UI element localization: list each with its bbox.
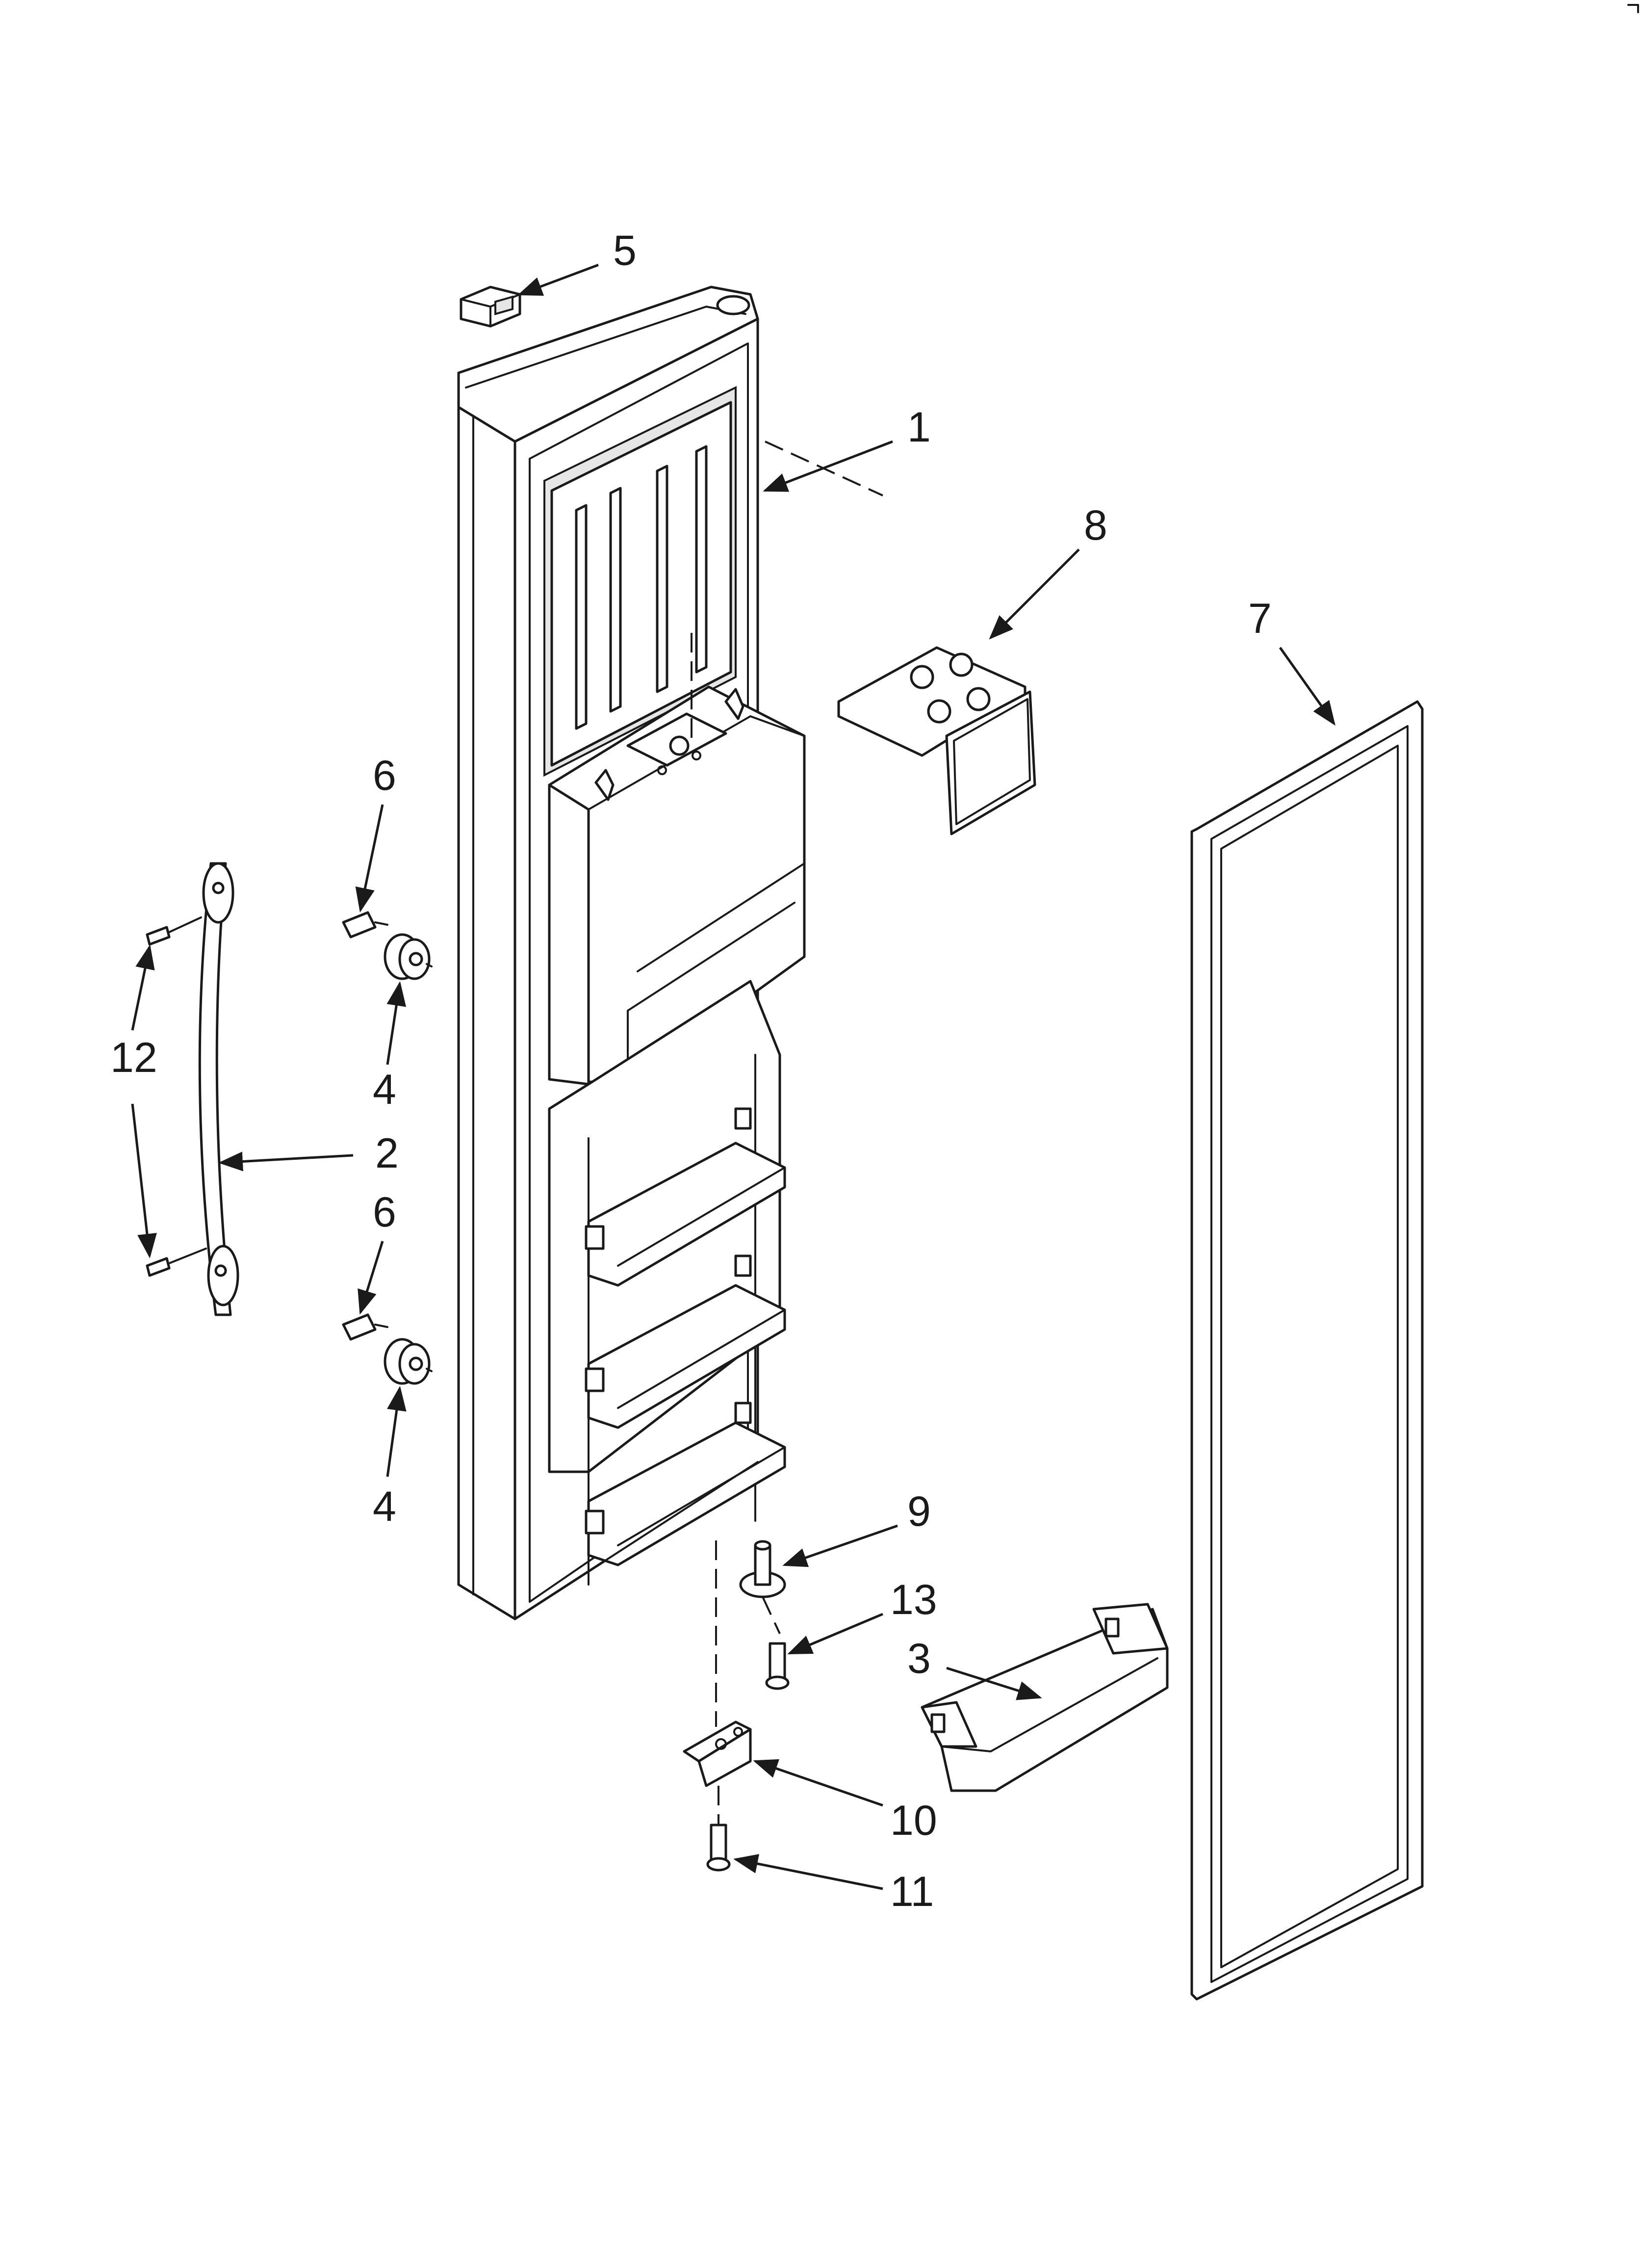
- callout-4-lower: 4: [373, 1483, 396, 1530]
- leader-9: [782, 1524, 898, 1567]
- leader-3: [946, 1667, 1042, 1700]
- part-6-screw-lower: [342, 1313, 388, 1341]
- leader-10: [733, 1854, 883, 1890]
- leader-1: [763, 440, 893, 492]
- part-7-door-gasket: [1190, 700, 1424, 2001]
- callout-8: 8: [1084, 502, 1107, 549]
- callout-5: 5: [613, 227, 637, 274]
- part-6-screw-upper: [342, 911, 388, 938]
- axis-line-12a: [168, 916, 202, 933]
- part-8-bracket-plate: [837, 646, 1036, 835]
- leader-6a: [355, 804, 384, 912]
- part-4-spacer-lower: [384, 1338, 431, 1385]
- callout-10: 11: [890, 1868, 934, 1915]
- part-4-spacer-upper: [384, 933, 431, 980]
- callout-4-upper: 4: [373, 1066, 396, 1113]
- leader-12a: [131, 944, 155, 1031]
- part-13-screw: [765, 1642, 790, 1690]
- leader-2: [218, 1151, 354, 1172]
- leader-7: [1279, 647, 1335, 726]
- leader-4a: [386, 981, 407, 1065]
- callout-6-lower: 6: [373, 1189, 396, 1236]
- dashline-9-to-13: [762, 1596, 781, 1634]
- callout-1: 1: [907, 404, 931, 451]
- corner-mark: [1627, 4, 1639, 13]
- axis-line-12b: [168, 1248, 207, 1264]
- part-11-hinge-bracket: [683, 1721, 752, 1787]
- callout-9: 9: [907, 1488, 931, 1535]
- part-2-handle: [198, 862, 239, 1316]
- leader-8: [989, 548, 1080, 640]
- callout-7: 7: [1248, 595, 1272, 642]
- leader-6b: [358, 1241, 384, 1315]
- callout-6-upper: 6: [373, 752, 396, 799]
- part-12-screws: [146, 926, 171, 1277]
- leader-4b: [386, 1386, 407, 1477]
- callout-13: 13: [890, 1576, 937, 1623]
- leader-11: [753, 1759, 883, 1807]
- part-3-door-bin: [921, 1603, 1169, 1792]
- callout-11: 10: [890, 1797, 937, 1844]
- part-9-hinge-pin: [739, 1540, 786, 1598]
- part-1-door-panel: [457, 286, 806, 1620]
- callout-3: 3: [907, 1635, 931, 1682]
- callout-12: 12: [110, 1034, 157, 1081]
- part-10-screw: [706, 1824, 731, 1872]
- axis-line-4a: [426, 963, 433, 967]
- axis-line-4b: [426, 1368, 433, 1372]
- leader-12b: [131, 1103, 157, 1258]
- leader-5: [517, 263, 599, 296]
- leader-13: [787, 1613, 883, 1655]
- part-5-top-clip: [460, 286, 521, 328]
- callout-2: 2: [375, 1130, 399, 1177]
